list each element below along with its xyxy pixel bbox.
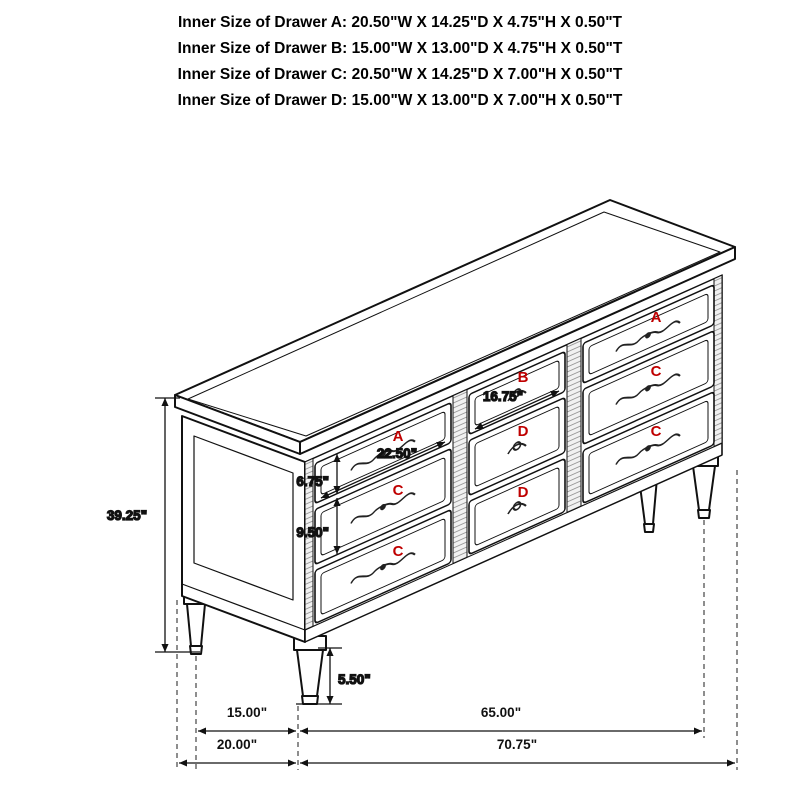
leg-front-left (293, 635, 327, 705)
pilaster-right (713, 274, 723, 448)
pilaster-mid-left (452, 388, 468, 565)
label-drawer-a-right: A (651, 309, 662, 326)
knob-handle-icon (507, 501, 527, 515)
title-line-drawer-b: Inner Size of Drawer B: 15.00"W X 13.00"… (177, 40, 623, 57)
inner-size-title-block: Inner Size of Drawer A: 20.50"W X 14.25"… (0, 10, 800, 114)
dim-text-lower-drawer-height: 9.50" (296, 525, 329, 540)
dim-text-overall-depth: 20.00" (217, 737, 257, 752)
dresser-drawing (174, 199, 736, 705)
label-drawer-d1: D (518, 423, 529, 440)
dim-text-side-leg-spacing: 15.00" (227, 705, 267, 720)
knob-handle-icon (507, 441, 527, 455)
dim-overall-height (155, 397, 200, 653)
dim-text-front-leg-spacing: 65.00" (481, 705, 521, 720)
base-rail-line (305, 442, 722, 631)
dim-text-overall-height: 39.25" (107, 508, 147, 523)
dim-text-drawer-b-width: 16.75" (483, 389, 523, 404)
extension-lines (176, 470, 738, 770)
label-drawer-c-right2: C (651, 423, 662, 440)
dim-line-drawer-b-width (474, 390, 560, 430)
bail-handle-icon (350, 552, 416, 584)
label-drawer-b: B (518, 369, 529, 386)
dim-text-leg-height: 5.50" (338, 672, 371, 687)
label-drawer-c-right1: C (651, 363, 662, 380)
title-line-drawer-a: Inner Size of Drawer A: 20.50"W X 14.25"… (177, 14, 623, 31)
title-line-drawer-c: Inner Size of Drawer C: 20.50"W X 14.25"… (177, 66, 623, 83)
pilaster-mid-right (566, 337, 582, 514)
dim-leg-height (296, 647, 342, 705)
label-drawer-c-left2: C (393, 543, 404, 560)
top-edge-left (174, 394, 301, 455)
drawer-d-bottom (468, 458, 566, 555)
left-end-inner-panel (193, 435, 294, 601)
dimension-annotations: 39.25" 6.75" 9.50" 22.50" 16.75" 5.50" (106, 388, 738, 770)
bail-handle-icon (615, 433, 681, 465)
left-end-base-molding (181, 583, 306, 631)
bail-handle-icon (615, 373, 681, 405)
top-surface-inner-border (187, 211, 721, 437)
label-drawer-d2: D (518, 484, 529, 501)
dim-line-drawer-a-width (320, 441, 446, 499)
dim-text-top-drawer-height: 6.75" (296, 474, 329, 489)
bail-handle-icon (615, 320, 681, 352)
dim-text-overall-width: 70.75" (497, 737, 537, 752)
front-face (304, 274, 723, 643)
label-drawer-a-left: A (393, 428, 404, 445)
dim-text-drawer-a-width: 22.50" (377, 446, 417, 461)
label-drawer-c-left1: C (393, 482, 404, 499)
title-line-drawer-d: Inner Size of Drawer D: 15.00"W X 13.00"… (177, 92, 623, 109)
